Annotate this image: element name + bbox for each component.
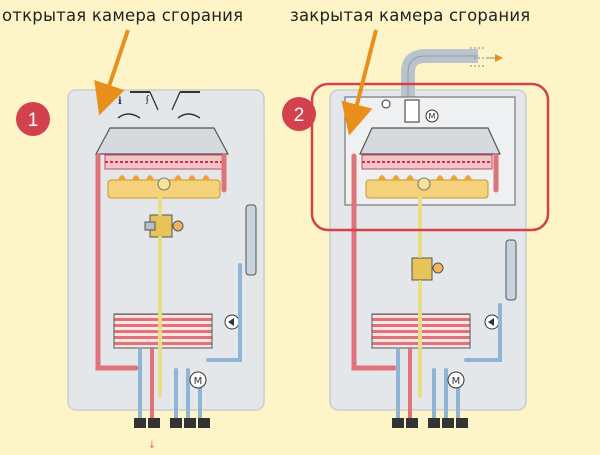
motor-valve-2: M	[447, 371, 465, 389]
burner-2	[365, 175, 489, 199]
svg-text:ℹ: ℹ	[118, 96, 122, 107]
boiler-open-chamber: ℹ ʄ	[67, 89, 265, 451]
fan-2: M	[381, 99, 439, 123]
badge-2-label: 2	[294, 105, 305, 126]
pump-1	[224, 314, 240, 330]
heat-exchanger-2	[361, 154, 493, 170]
dhw-heat-exchanger-1	[113, 313, 213, 349]
badge-2: 2	[282, 97, 316, 131]
pipework-2	[351, 153, 502, 427]
connection-taps-2	[392, 418, 468, 428]
svg-text:M: M	[429, 112, 436, 121]
pointer-arrow-closed	[341, 29, 378, 136]
badge-1: 1	[16, 102, 50, 136]
closed-chamber-highlight	[310, 82, 550, 232]
burner-1	[107, 175, 221, 199]
heat-exchanger-1	[104, 154, 224, 170]
caption-closed-chamber: закрытая камера сгорания	[290, 6, 531, 25]
pointer-arrow-open	[94, 29, 130, 116]
badge-1-label: 1	[28, 110, 39, 131]
combustion-hood-2	[359, 127, 501, 155]
pump-2	[484, 314, 500, 330]
svg-text:M: M	[194, 376, 203, 387]
gas-valve-2	[411, 257, 444, 281]
pipework-1	[95, 153, 242, 427]
caption-open-chamber: открытая камера сгорания	[2, 6, 244, 25]
draft-hood-1: ℹ ʄ	[94, 91, 230, 155]
svg-text:M: M	[452, 376, 461, 387]
coaxial-flue-2	[401, 47, 503, 98]
connection-taps-1	[134, 418, 210, 428]
expansion-vessel-1	[245, 204, 257, 276]
boiler-closed-chamber: M	[329, 47, 527, 428]
flow-arrow-1: ↓	[148, 440, 156, 451]
svg-text:ʄ: ʄ	[145, 95, 150, 105]
motor-valve-1: M	[189, 371, 207, 389]
expansion-vessel-2	[505, 239, 517, 301]
